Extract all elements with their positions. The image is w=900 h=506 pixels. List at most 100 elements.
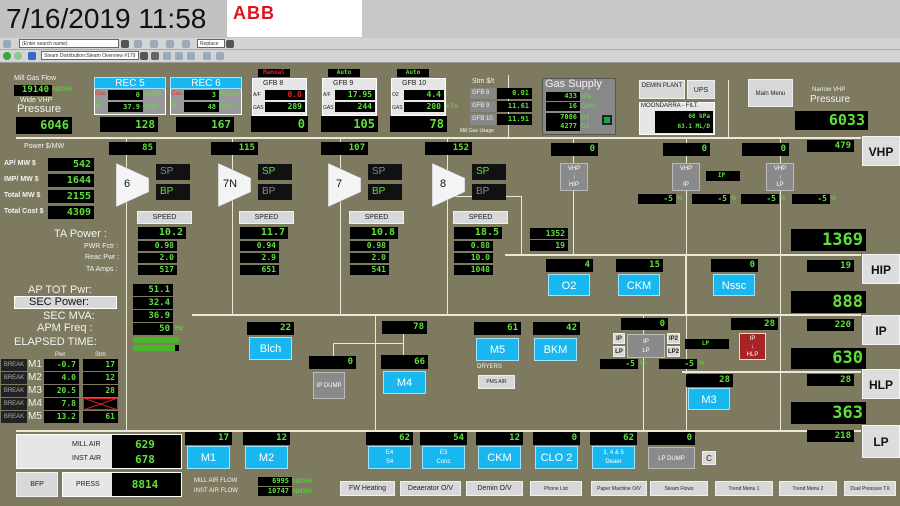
bfp-button[interactable]: BFP — [16, 472, 58, 497]
hlp-header-button[interactable]: HLP — [862, 369, 900, 399]
hip-user-button[interactable]: Nssc — [713, 274, 755, 296]
nav-icon[interactable] — [182, 40, 190, 48]
turbine-icon[interactable] — [431, 162, 466, 208]
pms-air-button[interactable]: PMS AIR — [478, 375, 515, 389]
hip-header-button[interactable]: HIP — [862, 254, 900, 284]
ip-dump-button[interactable]: IP DUMP — [313, 372, 345, 399]
gfb-unit: k Pa — [446, 104, 459, 110]
nav-button[interactable]: Dual Pressure TX — [844, 481, 896, 496]
rec-title[interactable]: REC 6 — [170, 77, 242, 89]
sec-power-button[interactable]: SEC Power: — [14, 296, 117, 309]
m5-button[interactable]: M5 — [476, 338, 519, 361]
nav-button[interactable]: Demin O/V — [466, 481, 523, 496]
lock-icon[interactable] — [216, 52, 224, 60]
c-button[interactable]: C — [702, 451, 716, 465]
sp-indicator[interactable]: SP — [258, 164, 292, 180]
lp-user-button[interactable]: 3, 4 & 5 Deaer — [592, 446, 635, 469]
search-icon[interactable] — [163, 52, 171, 60]
nav-icon[interactable] — [150, 40, 158, 48]
ip-header-button[interactable]: IP — [862, 315, 900, 345]
replace-select[interactable]: Replace — [197, 39, 225, 48]
m3-flow: 28 — [686, 374, 733, 387]
break-button[interactable]: BREAK — [1, 372, 27, 384]
lp-header-button[interactable]: LP — [862, 425, 900, 458]
tool-icon[interactable] — [203, 52, 211, 60]
blch-button[interactable]: Blch — [249, 337, 292, 360]
dropdown-arrow-icon[interactable] — [121, 40, 129, 48]
turbine-icon[interactable] — [327, 162, 362, 208]
ip-lp-prv-button[interactable]: IP LP — [627, 334, 665, 358]
vhp-ip-prv-button[interactable]: VHP IP — [672, 163, 700, 191]
lp-user-button[interactable]: E4 S4 — [368, 446, 411, 469]
lp2-select-button[interactable]: LP2 — [667, 346, 680, 357]
rec-gas-value: 0 — [108, 90, 143, 100]
lp-select-button[interactable]: LP — [613, 346, 625, 357]
speed-button[interactable]: SPEED — [137, 211, 192, 224]
break-button[interactable]: BREAK — [1, 385, 27, 397]
ta-power-value: 10.8 — [350, 227, 398, 239]
ta-amps-value: 541 — [350, 265, 389, 275]
vhp-header-button[interactable]: VHP — [862, 136, 900, 166]
lp-user-button[interactable]: CKM — [478, 446, 521, 469]
rec-title[interactable]: REC 5 — [94, 77, 166, 89]
m4-button[interactable]: M4 — [383, 371, 426, 394]
nav-button[interactable]: FW Heating — [340, 481, 395, 496]
bkm-button[interactable]: BKM — [534, 338, 577, 361]
break-button[interactable]: BREAK — [1, 359, 27, 371]
bp-indicator[interactable]: BP — [472, 184, 506, 200]
search-input[interactable]: (Enter search name) — [19, 39, 119, 48]
workplace-icon[interactable] — [3, 40, 11, 48]
hip-user-button[interactable]: CKM — [618, 274, 660, 296]
lp-dump-button[interactable]: LP DUMP — [648, 447, 695, 469]
moondarra-label: MOONDARRA - FILT. — [641, 103, 699, 109]
sp-indicator[interactable]: SP — [368, 164, 402, 180]
nav-button[interactable]: Trend Menu 1 — [715, 481, 773, 496]
sp-indicator[interactable]: SP — [156, 164, 190, 180]
break-button[interactable]: BREAK — [1, 398, 27, 410]
ups-button[interactable]: UPS — [687, 80, 715, 99]
speed-button[interactable]: SPEED — [349, 211, 404, 224]
nav-icon[interactable] — [134, 40, 142, 48]
vhp-hip-prv-button[interactable]: VHP ↓ HIP — [560, 163, 588, 191]
break-button[interactable]: BREAK — [1, 411, 27, 423]
lp-user-button[interactable]: CLO 2 — [535, 446, 578, 469]
ip-select-button[interactable]: IP — [613, 333, 625, 344]
m3-button[interactable]: M3 — [688, 388, 730, 410]
bp-indicator[interactable]: BP — [156, 184, 190, 200]
inst-air-flow-label: INST AIR FLOW — [194, 488, 238, 494]
view-path-input[interactable]: Steam Distribution:Steam Overview #179 — [41, 51, 139, 60]
speed-button[interactable]: SPEED — [453, 211, 508, 224]
main-menu-button[interactable]: Main Menu — [748, 79, 793, 107]
nav-button[interactable]: Trend Menu 2 — [779, 481, 837, 496]
tool-icon[interactable] — [187, 52, 195, 60]
lp-user-button[interactable]: E3 Conc — [422, 446, 465, 469]
hip-user-button[interactable]: O2 — [548, 274, 590, 296]
turbine-icon[interactable] — [115, 162, 150, 208]
nav-button[interactable]: Phone List — [530, 481, 582, 496]
lp-user-button[interactable]: M1 — [187, 446, 230, 469]
bp-indicator[interactable]: BP — [258, 184, 292, 200]
back-icon[interactable] — [3, 52, 11, 60]
ip2-select-button[interactable]: IP2 — [667, 333, 680, 344]
bp-indicator[interactable]: BP — [368, 184, 402, 200]
forward-icon[interactable] — [14, 52, 22, 60]
home-icon[interactable] — [28, 52, 36, 60]
speed-button[interactable]: SPEED — [239, 211, 294, 224]
lp-user-button[interactable]: M2 — [245, 446, 288, 469]
ip-hlp-prv-button[interactable]: IP ↓ HLP — [739, 333, 766, 360]
wide-vhp-label: Wide VHP — [20, 97, 53, 104]
nav-button[interactable]: Steam Flows — [650, 481, 708, 496]
tool-icon[interactable] — [151, 52, 159, 60]
dropdown-arrow-icon[interactable] — [226, 40, 234, 48]
tool-icon[interactable] — [175, 52, 183, 60]
demin-plant-button[interactable]: DEMIN PLANT — [639, 80, 685, 99]
nav-button[interactable]: Paper Machine O/V — [591, 481, 647, 496]
dropdown-arrow-icon[interactable] — [140, 52, 148, 60]
nav-icon[interactable] — [166, 40, 174, 48]
gfb-r1-label: O2 — [392, 92, 399, 98]
sp-indicator[interactable]: SP — [472, 164, 506, 180]
vhp-lp-prv-button[interactable]: VHP ↓ LP — [766, 163, 794, 191]
nav-button[interactable]: Deaerator O/V — [400, 481, 461, 496]
gas-supply-indicator[interactable] — [602, 115, 612, 125]
turbine-icon[interactable] — [217, 162, 252, 208]
